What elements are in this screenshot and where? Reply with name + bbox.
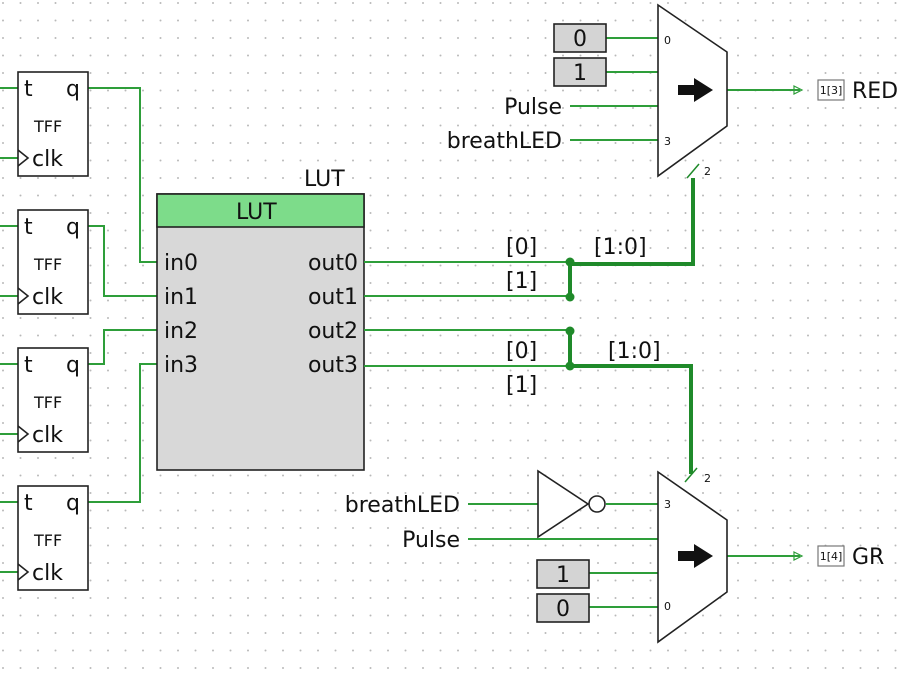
- signal-label: Pulse: [504, 95, 562, 120]
- lut-output-out2: out2: [308, 319, 358, 344]
- mux-pin-label: 3: [664, 135, 671, 148]
- tff-clk-label: clk: [32, 147, 63, 172]
- const-value: 0: [556, 597, 570, 622]
- tff-t-label: t: [24, 353, 33, 378]
- bus-top-bit0: [0]: [506, 235, 537, 260]
- tff-t-label: t: [24, 491, 33, 516]
- clock-triangle-icon: [17, 563, 30, 581]
- clock-triangle-icon: [17, 149, 30, 167]
- lut-block[interactable]: LUT LUT in0 in1 in2 in3 out0 out1 out2 o…: [156, 167, 365, 471]
- lut-output-out1: out1: [308, 285, 358, 310]
- const-box: [536, 593, 590, 623]
- tff-clk-label: clk: [32, 561, 63, 586]
- const-value: 0: [573, 27, 587, 52]
- bus-bottom-bit1: [1]: [506, 373, 537, 398]
- lut-input-in0: in0: [164, 251, 198, 276]
- signal-label: breathLED: [447, 129, 562, 154]
- bus-wires: [364, 178, 695, 474]
- output-arrow-icon: [793, 551, 804, 561]
- not-gate: [537, 469, 590, 539]
- output-tag: 1[4]: [820, 550, 843, 563]
- clock-triangle-icon: [17, 425, 30, 443]
- bus-bottom-bit0: [0]: [506, 339, 537, 364]
- output-tag-box: [817, 79, 845, 101]
- output-tag-box: [817, 545, 845, 567]
- lut-output-out0: out0: [308, 251, 358, 276]
- tff-t-label: t: [24, 77, 33, 102]
- tff-q-label: q: [66, 491, 80, 516]
- select-width: 2: [704, 165, 711, 178]
- output-label-green: GR: [852, 545, 884, 570]
- tff-block-3[interactable]: t q TFF clk: [17, 347, 89, 453]
- mux-pin-label: 3: [664, 498, 671, 511]
- bus-top-bit1: [1]: [506, 269, 537, 294]
- tff-q-label: q: [66, 215, 80, 240]
- const-box: [553, 57, 607, 87]
- tff-name: TFF: [33, 117, 62, 136]
- tff-clk-label: clk: [32, 285, 63, 310]
- const-box: [536, 559, 590, 589]
- lut-header: LUT: [236, 200, 277, 225]
- signal-label: Pulse: [402, 528, 460, 553]
- wires-left: [0, 87, 158, 573]
- const-box: [553, 23, 607, 53]
- clock-triangle-icon: [17, 287, 30, 305]
- tff-block-1[interactable]: t q TFF clk: [17, 71, 89, 177]
- lut-output-out3: out3: [308, 353, 358, 378]
- tff-name: TFF: [33, 255, 62, 274]
- tff-block-2[interactable]: t q TFF clk: [17, 209, 89, 315]
- lut-caption: LUT: [304, 167, 345, 192]
- tff-name: TFF: [33, 531, 62, 550]
- const-value: 1: [573, 61, 587, 86]
- signal-label: breathLED: [345, 493, 460, 518]
- lut-header-bar: [156, 193, 365, 228]
- not-gate-bubble: [588, 495, 606, 513]
- bus-top-range: [1:0]: [594, 235, 647, 260]
- mux-pin-label: 0: [664, 34, 671, 47]
- mux-bottom[interactable]: breathLED Pulse 1 0 3 0 2 1[4] GR: [345, 467, 885, 644]
- mux-arrow-icon: [678, 78, 713, 102]
- tff-name: TFF: [33, 393, 62, 412]
- select-width: 2: [704, 472, 711, 485]
- tff-block-4[interactable]: t q TFF clk: [17, 485, 89, 591]
- mux-pin-label: 0: [664, 600, 671, 613]
- tff-q-label: q: [66, 77, 80, 102]
- output-arrow-icon: [793, 85, 804, 95]
- output-tag: 1[3]: [820, 84, 843, 97]
- lut-input-in2: in2: [164, 319, 198, 344]
- tff-clk-label: clk: [32, 423, 63, 448]
- bus-bottom-range: [1:0]: [608, 339, 661, 364]
- mux-top[interactable]: 0 1 Pulse breathLED 0 3 2 1[3] RED: [447, 3, 898, 179]
- tff-t-label: t: [24, 215, 33, 240]
- lut-input-in3: in3: [164, 353, 198, 378]
- output-label-red: RED: [852, 79, 898, 104]
- tff-q-label: q: [66, 353, 80, 378]
- mux-arrow-icon: [678, 544, 713, 568]
- lut-input-in1: in1: [164, 285, 198, 310]
- const-value: 1: [556, 563, 570, 588]
